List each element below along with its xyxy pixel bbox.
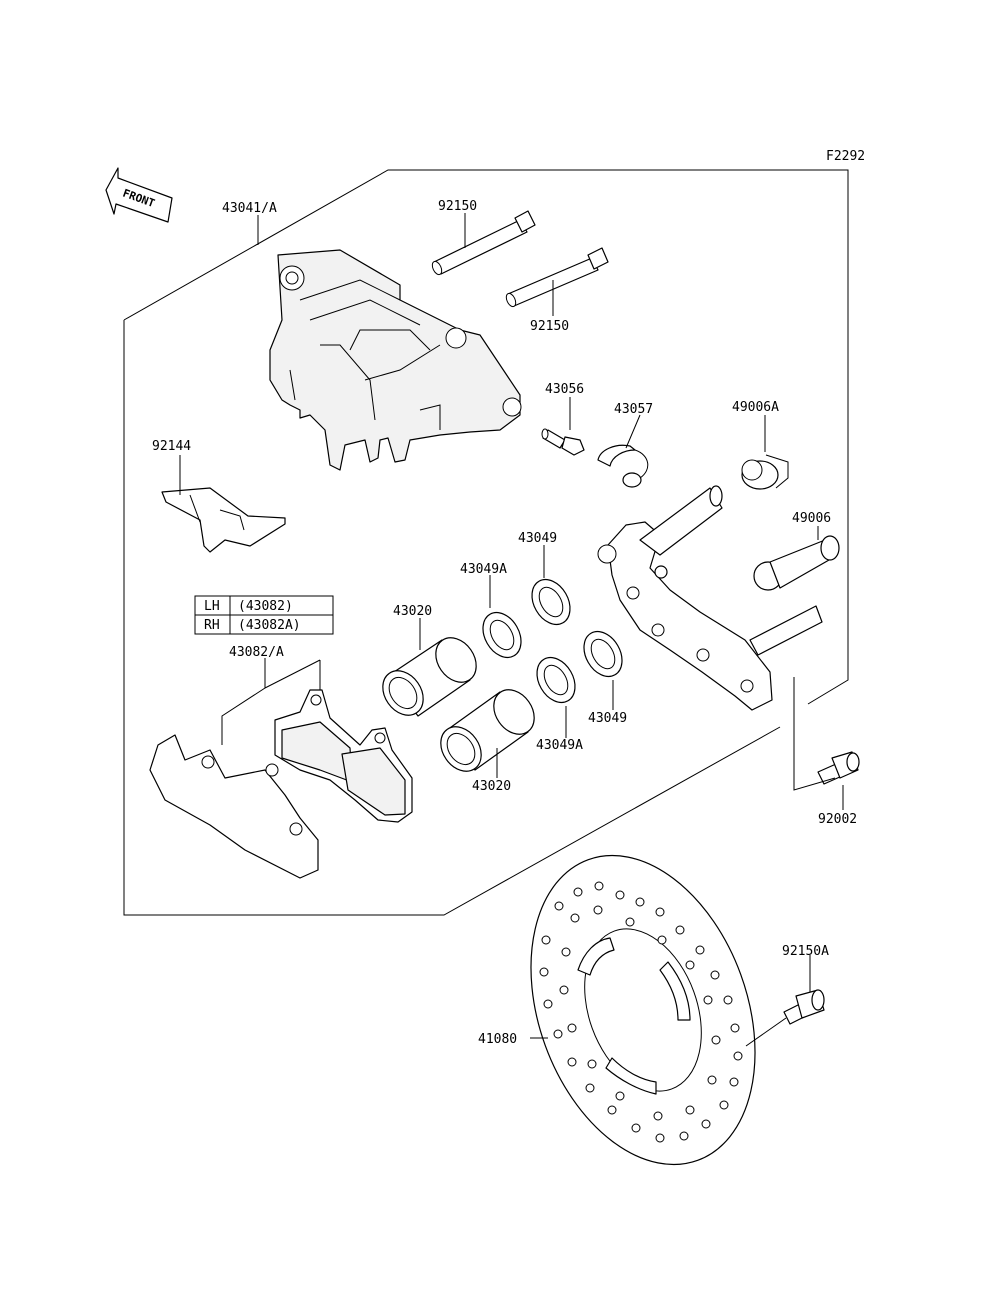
front-arrow-icon: FRONT xyxy=(105,167,173,223)
callout-boot: 49006 xyxy=(792,511,831,526)
callout-disc-bolt: 92150A xyxy=(782,944,829,959)
side-table-rh: RH xyxy=(204,618,220,633)
caliper-assy-boundary xyxy=(123,169,849,705)
callout-disc: 41080 xyxy=(478,1032,517,1047)
disc-holes xyxy=(539,881,743,1143)
pad-spring xyxy=(161,487,286,553)
callout-pad-spring: 92144 xyxy=(152,439,191,454)
side-table-lh-part: (43082) xyxy=(238,599,293,614)
callout-seal-lower: 43049 xyxy=(588,711,627,726)
slide-pin-lower xyxy=(505,247,609,308)
callout-pin-upper: 92150 xyxy=(438,199,477,214)
callout-boot-a: 49006A xyxy=(732,400,779,415)
callout-seal-a-upper: 43049A xyxy=(460,562,507,577)
callout-pin-lower: 92150 xyxy=(530,319,569,334)
seal-43049-upper xyxy=(531,578,571,626)
callout-piston-lower: 43020 xyxy=(472,779,511,794)
brake-pad-right xyxy=(274,689,413,823)
slide-pin-upper xyxy=(431,210,536,276)
seal-43049a-upper xyxy=(482,611,522,659)
piston-lower xyxy=(440,689,535,772)
callout-piston-upper: 43020 xyxy=(393,604,432,619)
callout-holder-bolt: 92002 xyxy=(818,812,857,827)
figure-code: F2292 xyxy=(826,149,865,164)
callout-bleeder-valve: 43056 xyxy=(545,382,584,397)
caliper-assy-boundary-lower xyxy=(123,320,781,916)
disc-bolt xyxy=(783,989,825,1025)
caliper-holder xyxy=(597,485,823,711)
callout-seal-a-lower: 43049A xyxy=(536,738,583,753)
seal-43049a-lower xyxy=(536,656,576,704)
side-table-lh: LH xyxy=(204,599,220,614)
callout-bleeder-cap: 43057 xyxy=(614,402,653,417)
callout-seal-upper: 43049 xyxy=(518,531,557,546)
seal-43049-lower xyxy=(583,630,623,678)
caliper-body xyxy=(269,249,522,471)
callout-caliper-assy: 43041/A xyxy=(222,201,277,216)
brake-disc xyxy=(530,854,756,1166)
callout-pad-set: 43082/A xyxy=(229,645,284,660)
bleeder-valve xyxy=(541,428,585,456)
side-table-rh-part: (43082A) xyxy=(238,618,301,633)
leader-lines xyxy=(179,213,844,1047)
bleeder-cap xyxy=(597,444,649,488)
holder-bolt xyxy=(817,751,860,785)
boot-49006a xyxy=(741,454,789,490)
brake-pad-left xyxy=(149,734,319,879)
side-table: LH (43082) RH (43082A) xyxy=(194,595,334,635)
piston-upper xyxy=(382,637,477,717)
boot-49006 xyxy=(753,535,840,591)
